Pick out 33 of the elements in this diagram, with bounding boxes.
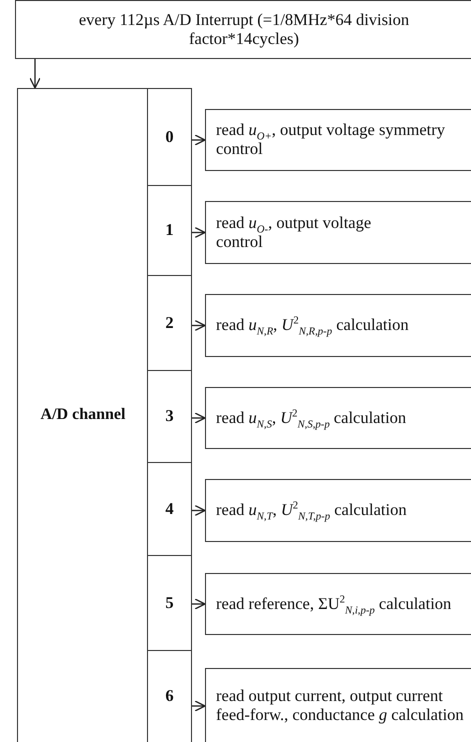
interrupt-text: every 112µs A/D Interrupt (=1/8MHz*64 division factor*14cycles)	[78, 10, 410, 48]
channel-number: 6	[165, 687, 174, 706]
channel-box	[17, 88, 149, 742]
process-box	[205, 479, 471, 542]
process-text: read u$_{N,S}$, U$^{2}$$_{N,S,p-p}$ calculation	[216, 408, 406, 428]
process-text: read u$_{N,R}$, U$^{2}$$_{N,R,p-p}$ calculation	[216, 316, 409, 335]
process-text: read u$_{O+}$, output voltage symmetry control	[216, 121, 446, 159]
process-box	[205, 109, 471, 171]
arrow	[29, 59, 41, 89]
process-box	[205, 294, 471, 357]
channel-number: 4	[165, 500, 174, 519]
process-box	[205, 387, 471, 449]
interrupt-box	[15, 0, 471, 59]
process-text: read u$_{O-}$, output voltage control	[216, 214, 372, 252]
arrow	[192, 504, 206, 516]
process-box	[205, 668, 471, 742]
channel-number: 2	[165, 314, 174, 333]
process-text: read reference, ΣU$^{2}$$_{N,i,p-p}$ calculation	[216, 594, 452, 614]
channel-number: 0	[165, 128, 174, 147]
process-box	[205, 201, 471, 264]
channel-number: 1	[165, 221, 174, 240]
process-text: read u$_{N,T}$, U$^{2}$$_{N,T,p-p}$ calculation	[216, 501, 407, 520]
channel-number: 5	[165, 594, 174, 613]
process-text: read output current, output current feed-forw., conductance g calculation	[216, 687, 465, 725]
arrow	[192, 412, 206, 424]
channel-number: 3	[165, 407, 174, 426]
channel-label: A/D channel	[40, 406, 126, 425]
arrow	[192, 134, 206, 146]
arrow	[192, 700, 206, 712]
process-box	[205, 573, 471, 635]
arrow	[192, 598, 206, 610]
arrow	[192, 320, 206, 332]
arrow	[192, 226, 206, 238]
